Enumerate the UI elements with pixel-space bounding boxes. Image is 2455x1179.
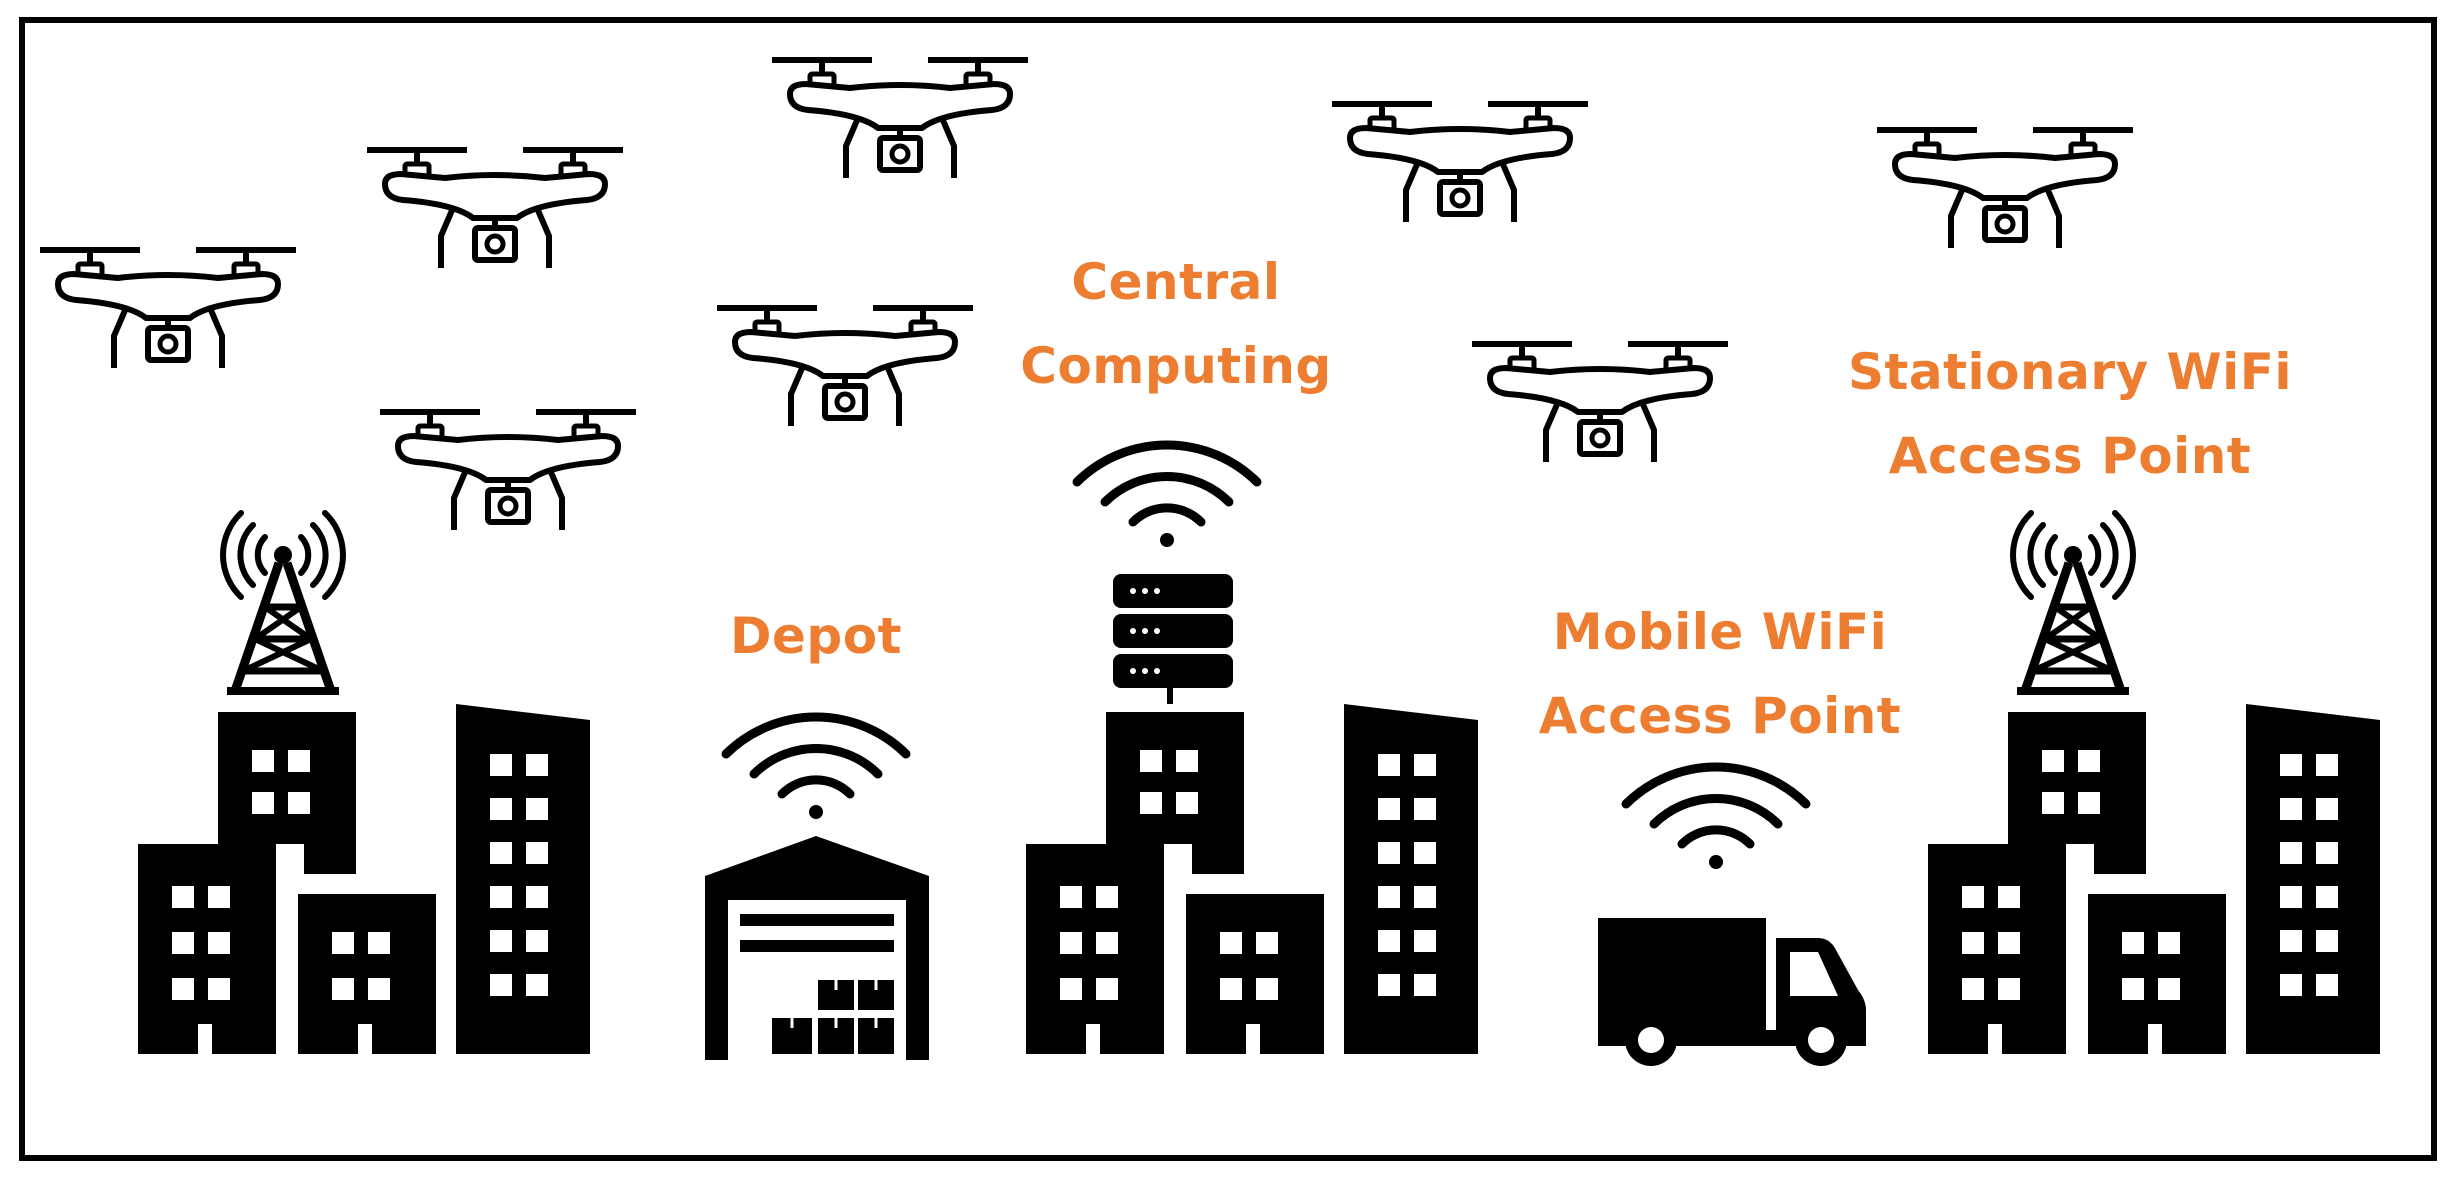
drone-icon — [40, 250, 296, 368]
server-rack-icon — [1113, 574, 1233, 704]
building-icon — [1026, 704, 1478, 1054]
diagram-frame — [19, 17, 2437, 1161]
cell-tower-icon — [223, 513, 343, 691]
building-icon — [1928, 704, 2380, 1054]
wifi-signal-icon — [1626, 767, 1806, 869]
drone-icon — [367, 150, 623, 268]
drone-icon — [772, 60, 1028, 178]
stationary-wifi-label-line2: Access Point — [1888, 427, 2252, 485]
stationary-wifi-label-line1: Stationary WiFi — [1847, 343, 2293, 401]
central-computing-label: Central Computing — [966, 240, 1386, 408]
wifi-signal-icon — [726, 717, 906, 819]
drone-icon — [717, 308, 973, 426]
drone-icon — [1472, 344, 1728, 462]
central-computing-label-line2: Computing — [1020, 337, 1332, 395]
drone-icon — [380, 412, 636, 530]
central-computing-label-line1: Central — [1071, 253, 1281, 311]
delivery-truck-icon — [1598, 918, 1866, 1066]
cell-tower-icon — [2013, 513, 2133, 691]
warehouse-icon — [705, 836, 929, 1060]
depot-label-line1: Depot — [730, 607, 902, 665]
drone-icon — [1877, 130, 2133, 248]
depot-label: Depot — [676, 594, 956, 678]
building-icon — [138, 704, 590, 1054]
wifi-signal-icon — [1077, 445, 1257, 547]
drone-icon — [1332, 104, 1588, 222]
stationary-wifi-label: Stationary WiFi Access Point — [1800, 330, 2340, 498]
mobile-wifi-label: Mobile WiFi Access Point — [1480, 590, 1960, 758]
mobile-wifi-label-line1: Mobile WiFi — [1552, 603, 1888, 661]
mobile-wifi-label-line2: Access Point — [1538, 687, 1902, 745]
